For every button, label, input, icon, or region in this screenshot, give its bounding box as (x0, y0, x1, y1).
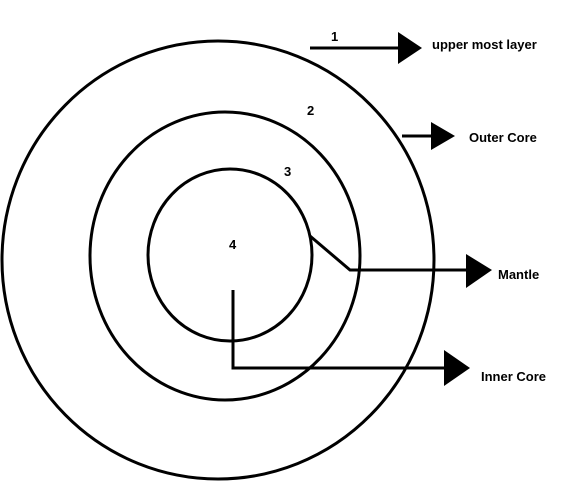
inner-ring (146, 167, 314, 343)
arrowhead-4 (444, 350, 470, 386)
layer-label-4: Inner Core (481, 369, 546, 384)
layer-number-3: 3 (284, 164, 291, 179)
layer-number-2: 2 (307, 103, 314, 118)
layer-number-4: 4 (229, 237, 237, 252)
layer-label-2: Outer Core (469, 130, 537, 145)
arrowhead-1 (398, 32, 422, 64)
layer-label-1: upper most layer (432, 37, 537, 52)
layer-number-1: 1 (331, 29, 338, 44)
leader-line-4 (231, 290, 446, 370)
layer-label-3: Mantle (498, 267, 539, 282)
arrowhead-3 (466, 254, 492, 288)
leader-line-3 (309, 234, 468, 272)
outer-ring (0, 39, 436, 481)
middle-ring (88, 110, 362, 402)
arrowhead-2 (431, 122, 455, 150)
